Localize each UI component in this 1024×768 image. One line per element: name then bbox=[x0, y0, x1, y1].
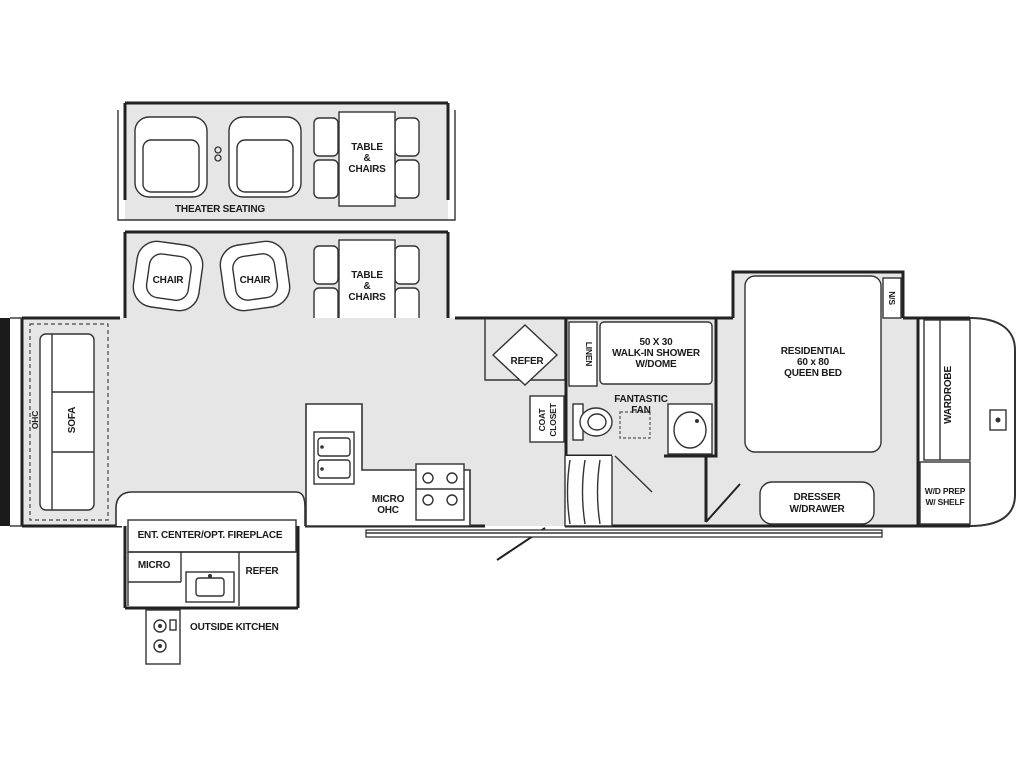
cooktop bbox=[415, 463, 465, 521]
label-table-1-chairs: CHAIRS bbox=[348, 164, 386, 175]
rear-wall bbox=[0, 318, 10, 526]
kitchen-sink bbox=[313, 431, 355, 485]
label-table-2: TABLE bbox=[351, 270, 383, 281]
label-shower: WALK-IN SHOWER bbox=[612, 348, 701, 359]
label-wd-shelf: W/ SHELF bbox=[925, 497, 964, 507]
cup-holder-icon bbox=[214, 146, 222, 154]
linen-closet bbox=[568, 321, 598, 387]
slideout-theater: THEATER SEATING TABLE & CHAIRS bbox=[117, 101, 456, 221]
rear-living: OHC SOFA bbox=[29, 323, 109, 521]
kitchen-island: MICRO OHC bbox=[305, 403, 471, 527]
refer-area: REFER COAT CLOSET bbox=[484, 318, 566, 443]
awning bbox=[365, 529, 883, 538]
queen-bed bbox=[744, 275, 882, 453]
label-dresser: DRESSER bbox=[794, 492, 842, 503]
label-table-1-amp: & bbox=[363, 153, 370, 164]
label-theater-seating: THEATER SEATING bbox=[175, 204, 265, 215]
label-outside-kitchen: OUTSIDE KITCHEN bbox=[190, 622, 279, 633]
label-bed-size: 60 x 80 bbox=[797, 357, 830, 368]
label-wd-prep: W/D PREP bbox=[925, 486, 966, 496]
label-table-2-amp: & bbox=[363, 281, 370, 292]
label-bed-residential: RESIDENTIAL bbox=[781, 346, 846, 357]
label-chair-1: CHAIR bbox=[153, 275, 185, 286]
label-table-2-chairs: CHAIRS bbox=[348, 292, 386, 303]
wardrobe bbox=[923, 319, 971, 461]
label-linen: LINEN bbox=[584, 342, 594, 367]
label-micro-ohc: MICRO bbox=[372, 494, 405, 505]
toilet-icon bbox=[579, 407, 613, 437]
label-dresser-drawer: W/DRAWER bbox=[789, 504, 845, 515]
theater-seat-right bbox=[228, 116, 302, 198]
label-micro-ohc-2: OHC bbox=[377, 505, 399, 516]
outside-cooktop bbox=[145, 609, 181, 665]
bedroom: RESIDENTIAL 60 x 80 QUEEN BED N/S DRESSE… bbox=[704, 275, 971, 526]
washer-dryer-prep bbox=[919, 461, 971, 525]
slideout-entertainment: ENT. CENTER/OPT. FIREPLACE MICRO REFER O… bbox=[115, 491, 306, 665]
label-shower-size: 50 X 30 bbox=[639, 337, 673, 348]
label-micro-outside: MICRO bbox=[138, 560, 171, 571]
label-coat: COAT bbox=[537, 408, 547, 432]
walk-in-shower bbox=[599, 321, 713, 385]
nightstand bbox=[882, 277, 902, 319]
bathroom: LINEN 50 X 30 WALK-IN SHOWER W/DOME FANT… bbox=[564, 318, 718, 493]
label-closet: CLOSET bbox=[548, 402, 558, 436]
theater-seat-left bbox=[134, 116, 208, 198]
label-table-1: TABLE bbox=[351, 142, 383, 153]
label-fan-2: FAN bbox=[631, 405, 650, 416]
refrigerator bbox=[491, 324, 559, 386]
dresser bbox=[759, 481, 875, 525]
label-ohc-rear: OHC bbox=[30, 411, 40, 429]
vent-fan-icon bbox=[619, 411, 651, 439]
dining-table-upper bbox=[338, 111, 396, 207]
label-bed-queen: QUEEN BED bbox=[784, 368, 842, 379]
label-refer-outside: REFER bbox=[246, 566, 280, 577]
label-shower-dome: W/DOME bbox=[635, 359, 677, 370]
sofa bbox=[39, 333, 95, 511]
label-chair-2: CHAIR bbox=[240, 275, 272, 286]
label-sofa: SOFA bbox=[67, 407, 78, 433]
label-fan: FANTASTIC bbox=[614, 394, 668, 405]
bathroom-sink-icon bbox=[673, 411, 707, 449]
label-ent-center: ENT. CENTER/OPT. FIREPLACE bbox=[138, 530, 283, 541]
entertainment-center bbox=[127, 519, 297, 553]
label-ns: N/S bbox=[887, 291, 897, 305]
coat-closet bbox=[529, 395, 565, 443]
label-refer-kitchen: REFER bbox=[511, 356, 545, 367]
label-wardrobe: WARDROBE bbox=[943, 366, 954, 424]
